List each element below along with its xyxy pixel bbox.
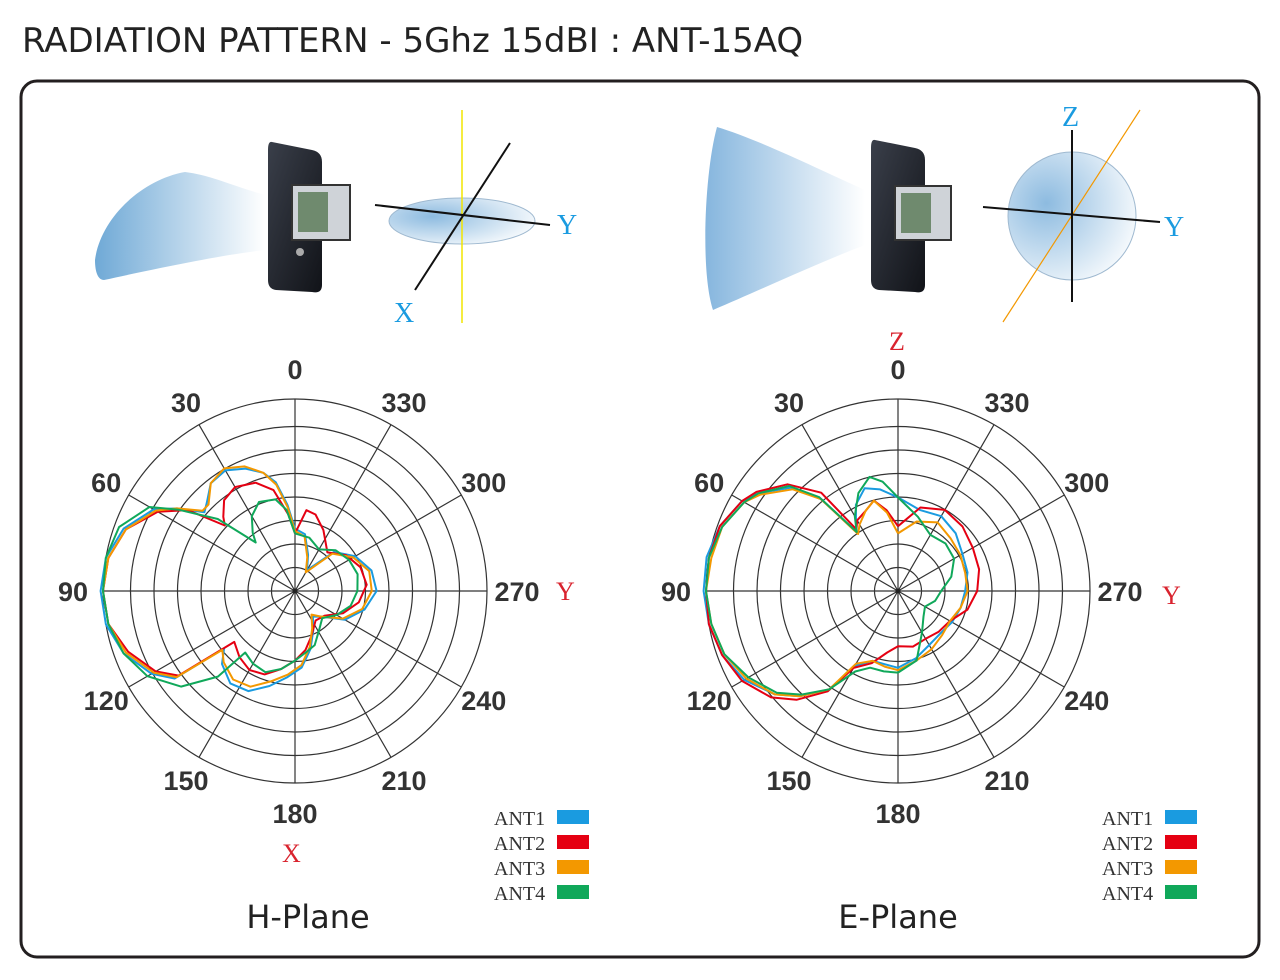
legend-swatch <box>557 860 589 874</box>
angle-tick-label: 60 <box>694 468 724 498</box>
angle-tick-label: 30 <box>171 388 201 418</box>
legend-label: ANT2 <box>494 833 545 855</box>
beam-lobe-h <box>95 172 265 280</box>
angle-tick-label: 330 <box>381 388 426 418</box>
antenna-panel-icon <box>871 139 952 293</box>
frame <box>19 79 1261 959</box>
series-line-ant1 <box>702 486 969 698</box>
y-axis-line <box>982 206 1161 223</box>
angle-tick-label: 60 <box>91 468 121 498</box>
beam-lobe-e <box>705 127 865 310</box>
angle-tick-label: 300 <box>1064 468 1109 498</box>
legend-swatch <box>557 885 589 899</box>
polar-center <box>292 588 298 594</box>
angle-tick-label: 90 <box>58 577 88 607</box>
x-axis-line <box>414 142 511 291</box>
angle-tick-label: 270 <box>494 577 539 607</box>
e-plane-y-axis-label: Y <box>1162 581 1181 610</box>
series-line-ant3 <box>102 465 373 688</box>
legend-label: ANT1 <box>1102 808 1153 830</box>
polar-center <box>895 588 901 594</box>
angle-tick-label: 0 <box>890 355 905 385</box>
angle-tick-label: 150 <box>163 766 208 796</box>
angle-tick-label: 330 <box>984 388 1029 418</box>
e-illustration-y-label: Y <box>1164 212 1184 243</box>
legend-swatch <box>1165 885 1197 899</box>
legend-label: ANT3 <box>494 858 545 880</box>
h-illustration-y-label: Y <box>557 210 577 241</box>
legend-label: ANT4 <box>494 883 545 905</box>
legend-swatch <box>557 810 589 824</box>
legend-swatch <box>1165 810 1197 824</box>
e-plane-polar-chart: 0 30 60 90 120 150 180 210 240 270 300 330ANT1ANT2A… <box>661 355 1197 905</box>
legend-swatch <box>1165 860 1197 874</box>
angle-tick-label: 180 <box>272 799 317 829</box>
legend-label: ANT1 <box>494 808 545 830</box>
page-title: RADIATION PATTERN - 5Ghz 15dBI : ANT-15A… <box>22 21 803 61</box>
angle-tick-label: 30 <box>774 388 804 418</box>
legend-label: ANT4 <box>1102 883 1153 905</box>
angle-tick-label: 90 <box>661 577 691 607</box>
antenna-panel-icon <box>268 141 351 293</box>
angle-tick-label: 150 <box>766 766 811 796</box>
e-plane-title: E-Plane <box>838 898 958 936</box>
h-illustration-x-label: X <box>394 298 414 329</box>
angle-tick-label: 270 <box>1097 577 1142 607</box>
legend-swatch <box>1165 835 1197 849</box>
angle-tick-label: 210 <box>381 766 426 796</box>
angle-tick-label: 0 <box>287 355 302 385</box>
legend-label: ANT3 <box>1102 858 1153 880</box>
e-plane-illustration: Z Y <box>705 102 1184 323</box>
angle-tick-label: 240 <box>1064 686 1109 716</box>
angle-tick-label: 210 <box>984 766 1029 796</box>
angle-tick-label: 180 <box>875 799 920 829</box>
legend-swatch <box>557 835 589 849</box>
angle-tick-label: 240 <box>461 686 506 716</box>
series-line-ant4 <box>102 498 359 688</box>
e-plane-z-axis-label: Z <box>889 327 905 356</box>
h-plane-polar-chart: 0 30 60 90 120 150 180 210 240 270 300 330ANT1ANT2A… <box>58 355 589 905</box>
h-plane-y-axis-label: Y <box>556 577 575 606</box>
h-plane-x-axis-label: X <box>282 839 301 868</box>
angle-tick-label: 120 <box>687 686 732 716</box>
h-plane-illustration: Y X <box>95 110 577 329</box>
series-line-ant2 <box>705 483 981 701</box>
angle-tick-label: 300 <box>461 468 506 498</box>
legend-label: ANT2 <box>1102 833 1153 855</box>
e-illustration-z-label: Z <box>1062 102 1079 133</box>
angle-tick-label: 120 <box>84 686 129 716</box>
series-line-ant4 <box>705 475 956 696</box>
h-plane-title: H-Plane <box>246 898 369 936</box>
